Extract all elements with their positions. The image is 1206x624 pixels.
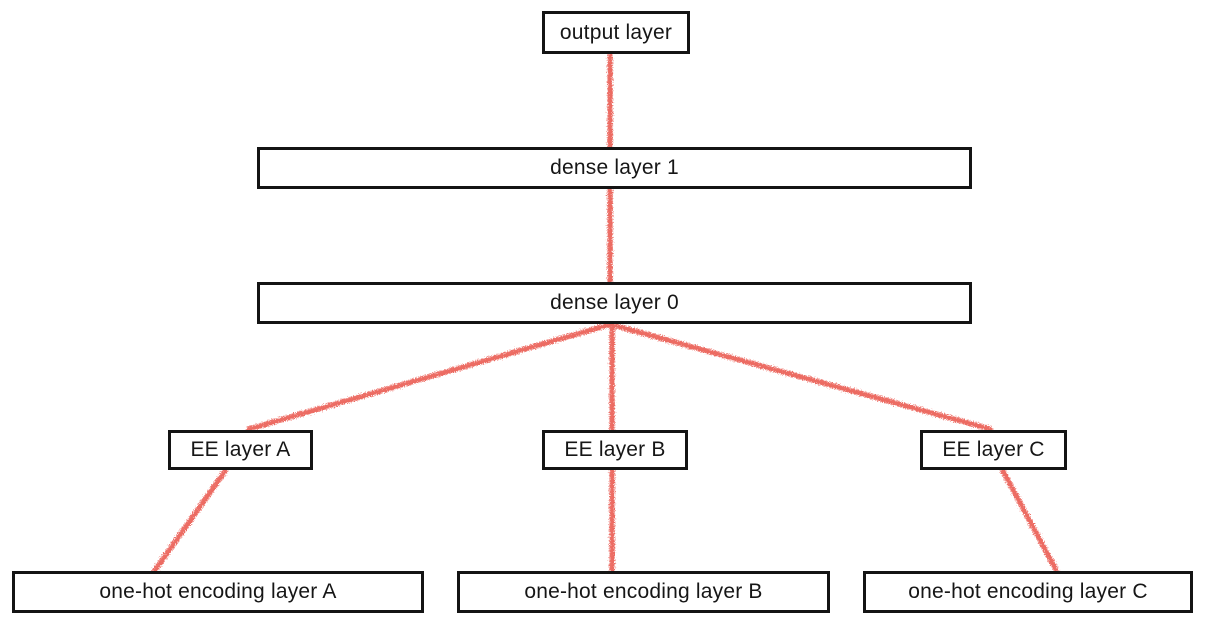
node-label-ee-layer-a: EE layer A [190, 438, 291, 461]
edge-dense-layer-0-to-ee-layer-a [248, 323, 611, 432]
node-label-dense-layer-0: dense layer 0 [550, 291, 679, 314]
node-label-one-hot-b: one-hot encoding layer B [524, 580, 763, 603]
node-one-hot-a: one-hot encoding layer A [12, 571, 424, 613]
node-dense-layer-0: dense layer 0 [257, 282, 972, 324]
node-label-ee-layer-b: EE layer B [564, 438, 666, 461]
node-dense-layer-1: dense layer 1 [257, 147, 972, 189]
node-ee-layer-a: EE layer A [168, 430, 313, 470]
connection-edges [152, 53, 1059, 573]
node-one-hot-c: one-hot encoding layer C [863, 571, 1193, 613]
edge-ee-layer-a-to-one-hot-a [154, 469, 228, 573]
node-output-layer: output layer [542, 11, 690, 54]
node-ee-layer-c: EE layer C [920, 430, 1067, 470]
node-label-dense-layer-1: dense layer 1 [550, 156, 679, 179]
node-label-output-layer: output layer [559, 20, 673, 44]
node-label-one-hot-c: one-hot encoding layer C [908, 580, 1148, 603]
node-one-hot-b: one-hot encoding layer B [457, 571, 830, 613]
edge-dense-layer-0-to-ee-layer-c [612, 323, 993, 432]
node-ee-layer-b: EE layer B [542, 430, 688, 470]
node-label-one-hot-a: one-hot encoding layer A [99, 580, 337, 603]
node-label-ee-layer-c: EE layer C [942, 438, 1045, 461]
edge-ee-layer-c-to-one-hot-c [1002, 469, 1059, 573]
